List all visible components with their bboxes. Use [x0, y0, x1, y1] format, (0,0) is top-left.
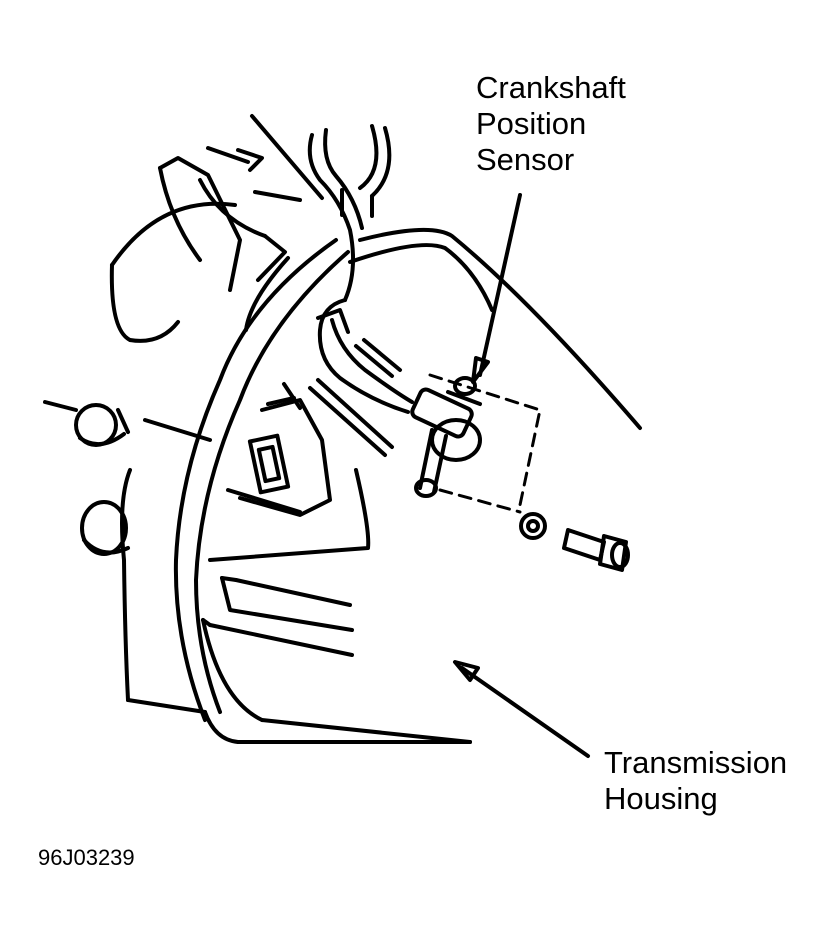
upper-flange — [158, 146, 302, 292]
transmission-label-line-1: Transmission — [604, 745, 788, 780]
washer — [519, 512, 547, 540]
crankshaft-sensor — [410, 376, 482, 498]
housing-outline — [109, 201, 472, 744]
mounting-bolt — [562, 528, 630, 572]
guide-rod — [308, 338, 402, 457]
lower-panel — [201, 576, 354, 657]
leader-crankshaft — [471, 193, 522, 384]
figure-id: 96J03239 — [38, 845, 135, 870]
crankshaft-label-line-2: Position — [476, 106, 587, 141]
dashed-mount-outline — [428, 373, 542, 514]
crankshaft-label-line-1: Crankshaft — [476, 70, 626, 105]
housing-shell — [250, 114, 642, 430]
transmission-label-line-2: Housing — [604, 781, 718, 816]
leader-transmission — [453, 660, 590, 758]
crankshaft-label-line-3: Sensor — [476, 142, 575, 177]
housing-rib — [173, 238, 350, 722]
mounting-bracket — [208, 382, 371, 562]
sensor-wire-harness — [307, 124, 414, 414]
crankshaft-sensor-label: Crankshaft Position Sensor — [476, 70, 626, 178]
left-boss-upper — [43, 400, 130, 447]
transmission-housing-label: Transmission Housing — [604, 745, 787, 817]
